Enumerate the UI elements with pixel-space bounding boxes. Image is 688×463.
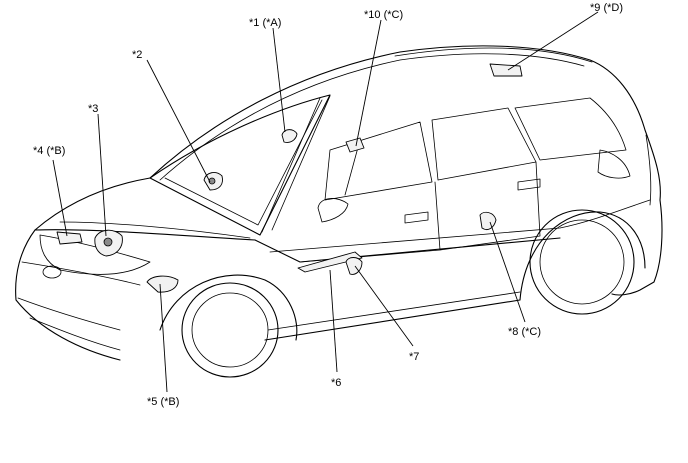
component-8: [479, 211, 497, 231]
component-6: [297, 251, 363, 273]
callout-label-1: *1 (*A): [249, 17, 281, 29]
callout-label-10: *10 (*C): [364, 9, 403, 21]
callout-label-3: *3: [88, 103, 98, 115]
leader-lines: [52, 11, 599, 393]
component-3: [94, 229, 123, 257]
callout-label-4: *4 (*B): [33, 145, 65, 157]
car-body-outline: [15, 45, 663, 361]
callout-labels: *1 (*A) *2 *3 *4 (*B) *5 (*B) *6 *7 *8 (…: [33, 2, 623, 408]
component-2: [203, 172, 223, 191]
component-5: [146, 275, 179, 293]
callout-label-6: *6: [331, 377, 341, 389]
callout-label-5: *5 (*B): [147, 396, 179, 408]
component-9: [489, 63, 523, 77]
callout-label-8: *8 (*C): [508, 326, 541, 338]
front-wheel: [159, 274, 298, 378]
component-1: [281, 129, 298, 143]
callout-label-2: *2: [132, 49, 142, 61]
component-4: [56, 231, 83, 245]
callout-label-9: *9 (*D): [590, 2, 623, 14]
component-10: [345, 137, 365, 153]
callout-label-7: *7: [409, 351, 419, 363]
rear-wheel: [519, 209, 646, 315]
